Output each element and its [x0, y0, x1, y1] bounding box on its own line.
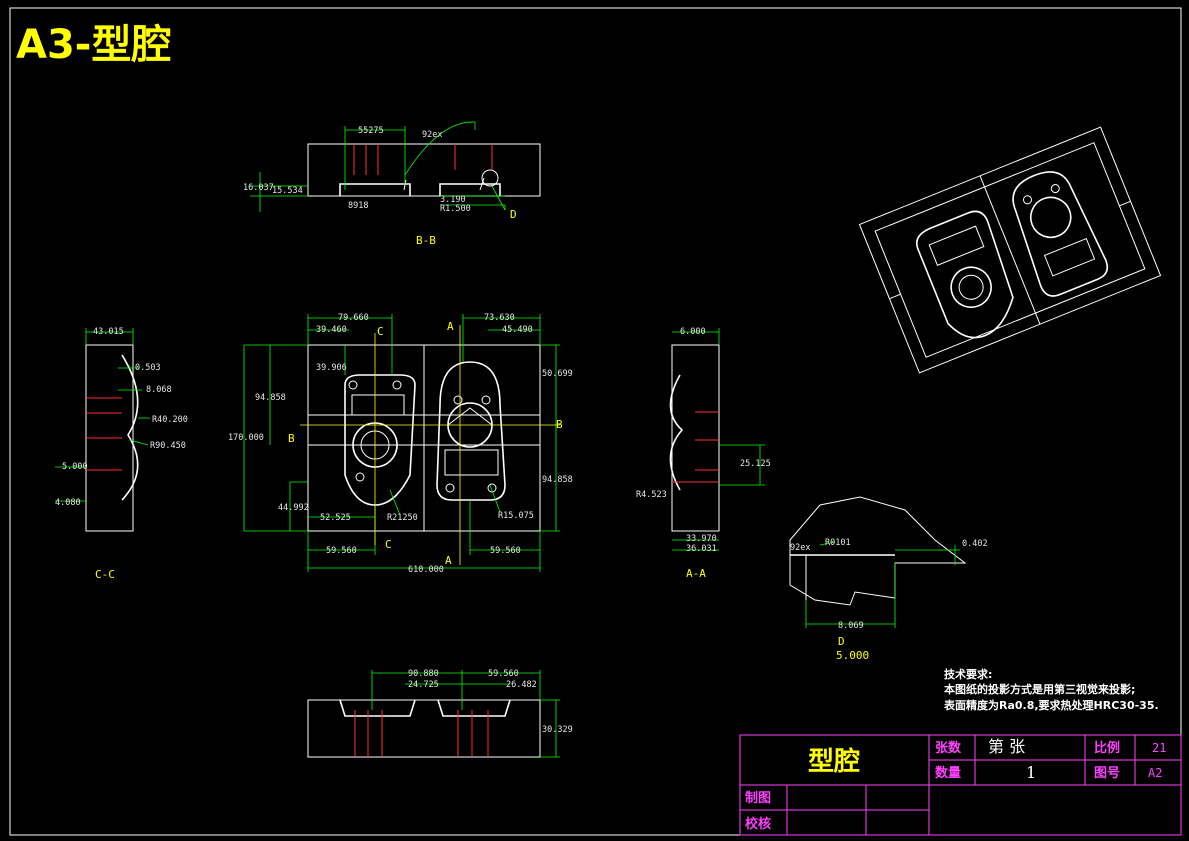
dimension-label: 39.460 — [316, 325, 347, 335]
technical-notes: 技术要求: 本图纸的投影方式是用第三视觉来投影; 表面精度为Ra0.8,要求热处… — [943, 667, 1159, 712]
main-plan-view: 79.660 39.460 73.630 45.490 39.906 94.85… — [228, 313, 573, 575]
dimension-label: 16.037 — [243, 183, 274, 193]
dimension-label: 6.000 — [680, 327, 706, 337]
dimension-label: 92ex — [790, 543, 810, 553]
dimension-label: 36.031 — [686, 544, 717, 554]
label-d-scale: 5.000 — [836, 649, 869, 662]
dimension-label: C — [385, 538, 392, 551]
dimension-label: B — [288, 432, 295, 445]
dimension-label: 1 — [1026, 763, 1036, 782]
dimension-label: 数量 — [935, 765, 961, 781]
dimension-label: 21 — [1152, 741, 1166, 755]
dimension-label: 45.490 — [502, 325, 533, 335]
dimension-label: 3.190 — [440, 195, 466, 205]
drawing-title: A3-型腔 — [16, 22, 171, 68]
dimension-label: 4.080 — [55, 498, 81, 508]
dimension-label: 15.534 — [272, 186, 303, 196]
dimension-label: 8.069 — [838, 621, 864, 631]
part-name: 型腔 — [808, 747, 860, 777]
detail-view-d: R0101 0.402 8.069 92ex D 5.000 — [789, 496, 988, 662]
dimension-label: 30.329 — [542, 725, 573, 735]
dimension-label: R15.075 — [498, 511, 534, 521]
dimension-label: 技术要求: — [944, 667, 992, 681]
dimension-label: 73.630 — [484, 313, 515, 323]
dimension-label: 33.970 — [686, 534, 717, 544]
dimension-label: 校核 — [745, 816, 771, 832]
title-block: 型腔 张数 第 张 比例 21 数量 1 图号 A2 制图 校核 — [739, 734, 1182, 836]
dimension-label: 52.525 — [320, 513, 351, 523]
dimension-label: 90.880 — [408, 669, 439, 679]
dimension-label: 59.560 — [326, 546, 357, 556]
label-d: D — [838, 635, 845, 648]
dimension-label: 59.560 — [488, 669, 519, 679]
dimension-label: 比例 — [1094, 740, 1120, 756]
dimension-label: 24.725 — [408, 680, 439, 690]
dimension-label: 92ex — [422, 130, 442, 140]
dimension-label: 94.858 — [542, 475, 573, 485]
dimension-label: 39.906 — [316, 363, 347, 373]
dimension-label: 26.482 — [506, 680, 537, 690]
dimension-label: 5.000 — [62, 462, 88, 472]
dimension-label: 25.125 — [740, 459, 771, 469]
label-cc: C-C — [95, 568, 115, 581]
section-view-aa: 6.000 25.125 R4.523 33.970 36.031 A-A — [636, 327, 771, 580]
dimension-label: 59.560 — [490, 546, 521, 556]
drawing-frame — [9, 7, 1182, 836]
dimension-label: A — [447, 320, 454, 333]
dimension-label: 0.503 — [135, 363, 161, 373]
isometric-view — [858, 126, 1162, 374]
label-bb: B-B — [416, 234, 436, 247]
section-view-bb: 55275 92ex 16.037 15.534 8918 3.190 R1.5… — [243, 121, 541, 247]
dimension-label: 55275 — [358, 126, 384, 136]
dimension-label: R0101 — [825, 538, 851, 548]
dimension-label: D — [510, 208, 517, 221]
dimension-label: 43.015 — [93, 327, 124, 337]
dimension-label: 制图 — [745, 790, 771, 806]
dimension-label: 94.858 — [255, 393, 286, 403]
dimension-label: R4.523 — [636, 490, 667, 500]
bottom-elevation-view: 90.880 24.725 59.560 26.482 30.329 — [307, 669, 573, 758]
dimension-label: 610.000 — [408, 565, 444, 575]
dimension-label: 8918 — [348, 201, 368, 211]
dimension-label: 44.992 — [278, 503, 309, 513]
section-view-cc: 43.015 0.503 8.068 R40.200 R90.450 5.000… — [55, 327, 188, 581]
dimension-label: 79.660 — [338, 313, 369, 323]
dimension-label: 50.699 — [542, 369, 573, 379]
dimension-label: A — [445, 554, 452, 567]
dimension-label: 170.000 — [228, 433, 264, 443]
dimension-label: R90.450 — [150, 441, 186, 451]
dimension-label: 8.068 — [146, 385, 172, 395]
dimension-label: 张数 — [935, 740, 962, 756]
dimension-label: R21250 — [387, 513, 418, 523]
dimension-label: 本图纸的投影方式是用第三视觉来投影; — [944, 682, 1135, 696]
dimension-label: 图号 — [1094, 766, 1120, 781]
dimension-label: 第 张 — [988, 737, 1025, 756]
dimension-label: R1.500 — [440, 204, 471, 214]
dimension-label: A2 — [1148, 766, 1162, 780]
dimension-label: 0.402 — [962, 539, 988, 549]
label-aa: A-A — [686, 567, 706, 580]
dimension-label: C — [377, 325, 384, 338]
dimension-label: B — [556, 418, 563, 431]
dimension-label: 表面精度为Ra0.8,要求热处理HRC30-35. — [943, 698, 1159, 712]
dimension-label: R40.200 — [152, 415, 188, 425]
